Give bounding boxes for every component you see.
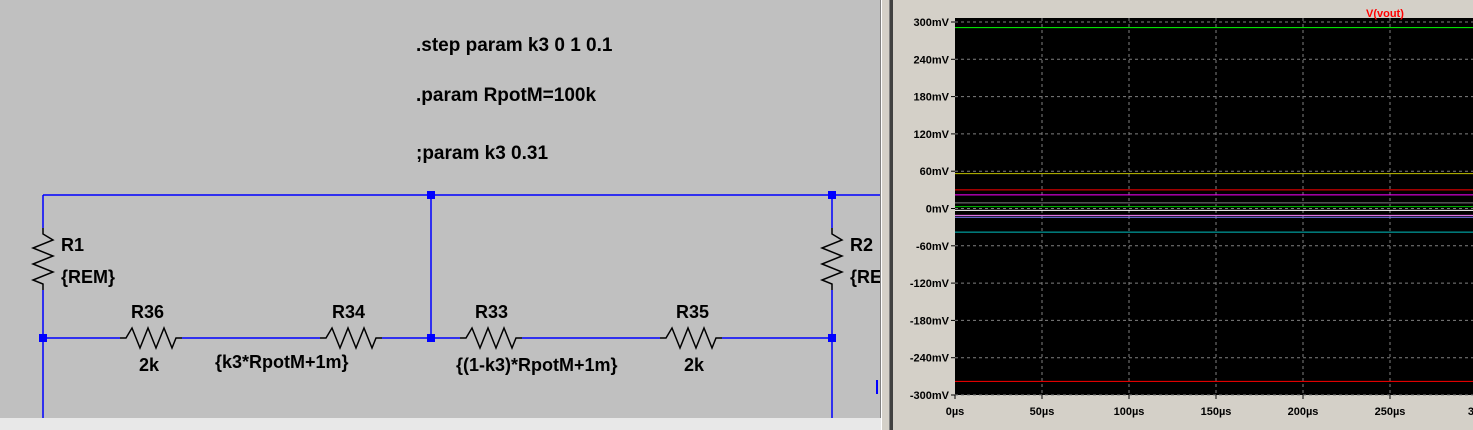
r33-value[interactable]: {(1-k3)*RpotM+1m} bbox=[456, 355, 618, 375]
trace-label[interactable]: V(vout) bbox=[1366, 8, 1404, 20]
resistor-r2-symbol[interactable] bbox=[819, 228, 845, 290]
trace-group bbox=[955, 27, 1473, 382]
r1-name[interactable]: R1 bbox=[61, 235, 84, 255]
y-tick-label: 0mV bbox=[926, 204, 950, 216]
y-tick-label: -120mV bbox=[910, 278, 950, 290]
y-tick-label: 180mV bbox=[914, 92, 950, 104]
x-tick-label: 200µs bbox=[1288, 406, 1319, 418]
schematic-canvas[interactable]: .step param k3 0 1 0.1 .param RpotM=100k… bbox=[0, 0, 880, 418]
x-tick-label: 150µs bbox=[1201, 406, 1232, 418]
x-tick-label: 0µs bbox=[946, 406, 965, 418]
y-tick-label: 240mV bbox=[914, 54, 950, 66]
r36-value[interactable]: 2k bbox=[139, 355, 160, 375]
x-tick-label: 50µs bbox=[1030, 406, 1055, 418]
x-tick-label: 250µs bbox=[1375, 406, 1406, 418]
y-tick-label: -240mV bbox=[910, 353, 950, 365]
y-tick-label: 120mV bbox=[914, 129, 950, 141]
resistor-r34-symbol[interactable] bbox=[320, 325, 382, 351]
r34-name[interactable]: R34 bbox=[332, 302, 365, 322]
y-tick-label: 60mV bbox=[920, 166, 950, 178]
waveform-plot[interactable]: 300mV 240mV 180mV 120mV 60mV 0mV -60mV -120mV -1… bbox=[893, 0, 1473, 430]
directive-step[interactable]: .step param k3 0 1 0.1 bbox=[416, 35, 613, 56]
junction-dot bbox=[427, 191, 435, 199]
x-tick-label: 100µs bbox=[1114, 406, 1145, 418]
x-tick-label: 300 bbox=[1468, 406, 1473, 418]
r34-value[interactable]: {k3*RpotM+1m} bbox=[215, 352, 349, 372]
waveform-viewer[interactable]: 300mV 240mV 180mV 120mV 60mV 0mV -60mV -120mV -1… bbox=[890, 0, 1473, 430]
resistor-r1-symbol[interactable] bbox=[30, 228, 56, 290]
y-tick-label: 300mV bbox=[914, 17, 950, 29]
r2-name[interactable]: R2 bbox=[850, 235, 873, 255]
junction-dot bbox=[828, 191, 836, 199]
y-axis: 300mV 240mV 180mV 120mV 60mV 0mV -60mV -120mV -1… bbox=[910, 17, 955, 402]
schematic-editor[interactable]: .step param k3 0 1 0.1 .param RpotM=100k… bbox=[0, 0, 881, 419]
resistor-r36-symbol[interactable] bbox=[120, 325, 182, 351]
r36-name[interactable]: R36 bbox=[131, 302, 164, 322]
y-tick-label: -300mV bbox=[910, 390, 950, 402]
x-axis: 0µs 50µs 100µs 150µs 200µs 250µs 300 bbox=[946, 395, 1473, 418]
r33-name[interactable]: R33 bbox=[475, 302, 508, 322]
junction-dot bbox=[427, 334, 435, 342]
directive-param[interactable]: .param RpotM=100k bbox=[416, 85, 596, 106]
r1-value[interactable]: {REM} bbox=[61, 267, 115, 287]
y-tick-label: -60mV bbox=[916, 241, 950, 253]
pane-splitter[interactable] bbox=[881, 0, 890, 430]
y-tick-label: -180mV bbox=[910, 315, 950, 327]
directive-comment[interactable]: ;param k3 0.31 bbox=[416, 143, 548, 164]
junction-dot bbox=[39, 334, 47, 342]
r2-value[interactable]: {RE bbox=[850, 267, 880, 287]
r35-name[interactable]: R35 bbox=[676, 302, 709, 322]
schematic-bottom-border bbox=[0, 418, 886, 430]
resistor-r33-symbol[interactable] bbox=[460, 325, 522, 351]
junction-dot bbox=[828, 334, 836, 342]
junctions bbox=[39, 191, 836, 342]
offscreen-wire-stub bbox=[876, 380, 878, 394]
wires bbox=[42, 194, 880, 418]
resistor-r35-symbol[interactable] bbox=[660, 325, 722, 351]
r35-value[interactable]: 2k bbox=[684, 355, 705, 375]
